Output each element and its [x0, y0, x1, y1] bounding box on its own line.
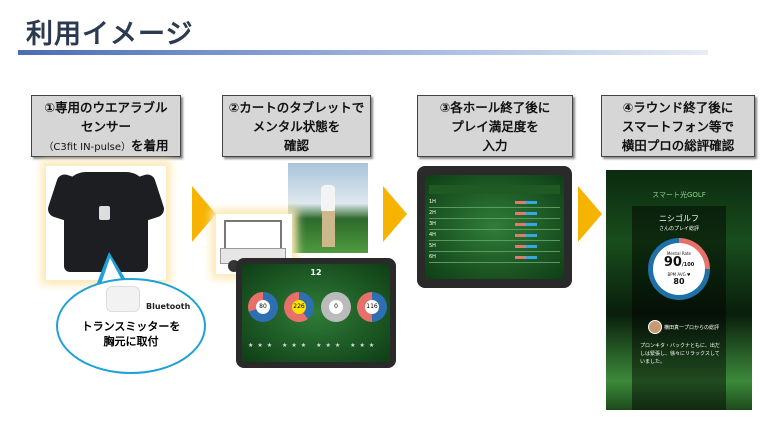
summary-subtitle: さんのプレイ総評	[658, 226, 699, 232]
table-row[interactable]: 5H	[429, 241, 560, 252]
table-row[interactable]: 2H	[429, 208, 560, 219]
step-3-line: ③各ホール終了後に	[439, 100, 551, 115]
smartphone-result-screen: スマート光GOLF ニシゴルフ さんのプレイ総評 Mental Rate 90/…	[606, 170, 752, 410]
step-1-product: （C3fit IN-pulse）	[43, 142, 132, 153]
step-3-line: 入力	[482, 138, 508, 153]
hole-input-tablet: 1H 2H 3H 4H 5H 6H	[417, 166, 572, 288]
callout-text: 胸元に取付	[103, 335, 159, 348]
bpm-value: 80	[673, 277, 685, 286]
step-3-line: プレイ満足度を	[451, 119, 539, 134]
hole-label: 3H	[429, 221, 436, 227]
step-2-line: メンタル状態を	[252, 119, 341, 134]
step-2-box: ②カートのタブレットでメンタル状態を確認	[222, 95, 371, 157]
transmitter-image	[106, 286, 140, 312]
coach-avatar	[648, 320, 662, 334]
score-max: /100	[681, 262, 695, 268]
hole-label: 2H	[429, 210, 436, 216]
title-underline	[18, 50, 708, 55]
arrow-right-icon	[578, 186, 602, 242]
callout-text: トランスミッターを	[81, 320, 181, 333]
cart-tablet: 12 80 226 0 116 ★★★ ★★★ ★★★ ★★★	[236, 258, 396, 368]
hole-label: 4H	[429, 232, 436, 238]
hole-number: 12	[310, 268, 322, 277]
table-row[interactable]: 3H	[429, 219, 560, 230]
app-logo: スマート光GOLF	[652, 191, 706, 199]
wearable-shirt-image	[45, 166, 167, 280]
hole-label: 5H	[429, 243, 436, 249]
table-row[interactable]: 4H	[429, 230, 560, 241]
mental-rate-gauge: Mental Rate 90/100 BPM AVG ♥ 80	[648, 238, 710, 300]
step-3-box: ③各ホール終了後にプレイ満足度を入力	[417, 95, 573, 157]
donut-value: 80	[256, 300, 270, 314]
coach-comment: プロンキタ・バックナともに、出だしは緊張し、徐々にリラックスしていました。	[640, 343, 720, 365]
table-row[interactable]: 6H	[429, 252, 560, 263]
arrow-right-icon	[192, 186, 216, 242]
step-1-line: ①専用のウエアラブル	[44, 100, 168, 115]
golfer-photo	[288, 163, 368, 253]
bpm-label: BPM AVG ♥	[667, 272, 691, 277]
metric-label: Mental Rate	[666, 251, 692, 256]
transmitter-callout: Bluetooth トランスミッターを 胸元に取付	[56, 278, 206, 374]
bluetooth-logo: Bluetooth	[146, 302, 191, 311]
step-1-box: ①専用のウエアラブル センサー （C3fit IN-pulse）を着用	[31, 95, 181, 157]
arrow-right-icon	[383, 186, 407, 242]
donut-value: 226	[292, 300, 306, 314]
step-2-line: 確認	[283, 138, 309, 153]
step-2-line: ②カートのタブレットで	[228, 100, 365, 115]
donut-value: 116	[365, 300, 379, 314]
player-name: ニシゴルフ	[659, 214, 699, 223]
donut-value: 0	[329, 300, 343, 314]
step-1-line: を着用	[131, 138, 169, 153]
step-4-line: 横田プロの総評確認	[621, 138, 735, 153]
step-4-box: ④ラウンド終了後にスマートフォン等で横田プロの総評確認	[601, 95, 755, 157]
table-row[interactable]: 1H	[429, 197, 560, 208]
hole-label: 1H	[429, 199, 436, 205]
step-4-line: ④ラウンド終了後に	[622, 100, 734, 115]
transmitter-icon	[99, 206, 110, 220]
step-4-line: スマートフォン等で	[621, 119, 735, 134]
coach-heading: 横田真一プロからの総評	[664, 325, 720, 331]
step-1-line: センサー	[80, 119, 131, 134]
mental-score: 90	[663, 255, 682, 270]
page-title: 利用イメージ	[26, 19, 194, 50]
hole-label: 6H	[429, 254, 436, 260]
